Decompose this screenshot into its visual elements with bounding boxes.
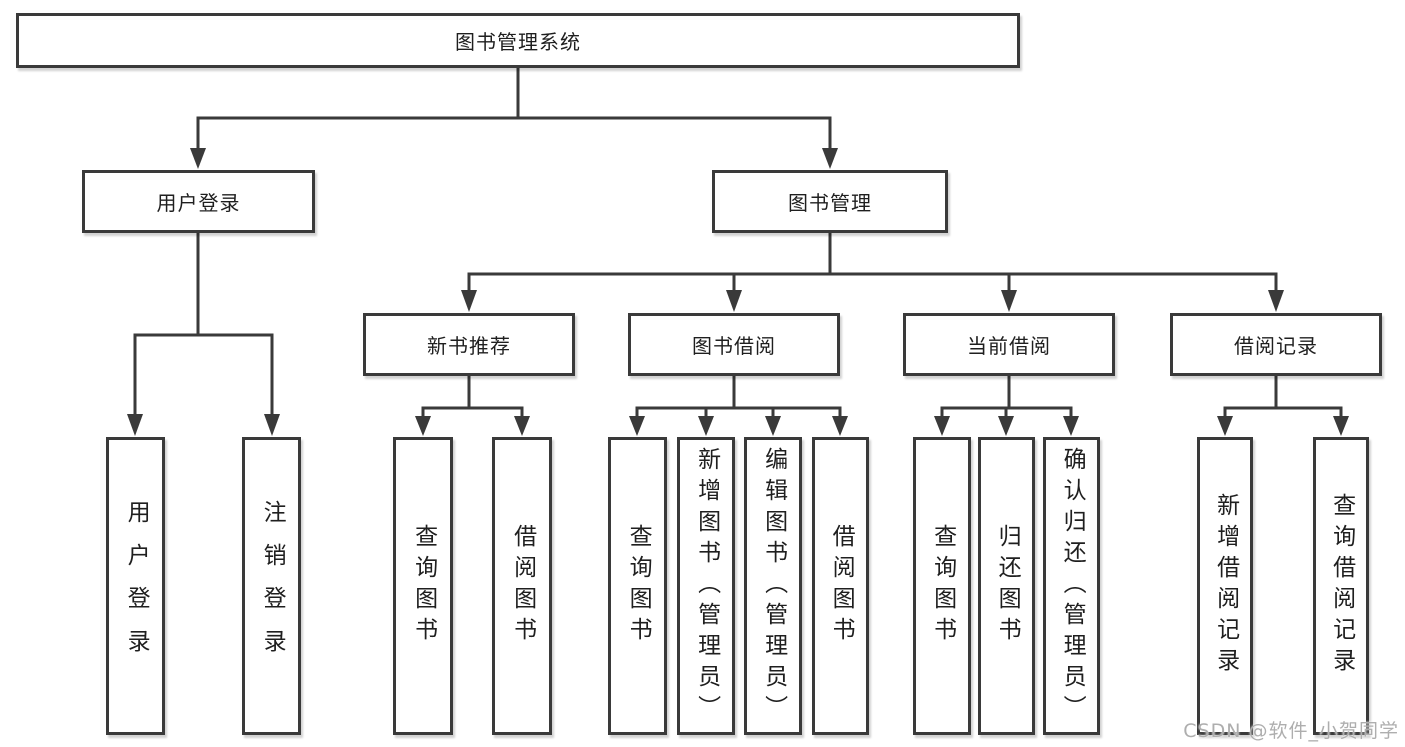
node-logout-action: 注销登录 — [242, 437, 301, 735]
node-user-login-action-label: 用户登录 — [123, 500, 150, 672]
node-newbook-borrow-books-label: 借阅图书 — [509, 524, 536, 648]
node-new-book-recommend-label: 新书推荐 — [427, 334, 511, 358]
node-current-query-books-label: 查询图书 — [929, 524, 956, 648]
node-borrow-record-label: 借阅记录 — [1234, 334, 1318, 358]
connector-current-borrow-children — [934, 374, 1079, 436]
node-user-login-label: 用户登录 — [156, 191, 241, 215]
connector-user-login-children — [127, 231, 280, 436]
node-system-root-label: 图书管理系统 — [455, 30, 581, 54]
node-borrow-add-books-label: 新增图书（管理员） — [693, 446, 720, 726]
node-current-return-books-label: 归还图书 — [994, 524, 1021, 648]
node-current-confirm-return-label: 确认归还（管理员） — [1059, 446, 1086, 726]
node-book-borrow: 图书借阅 — [628, 313, 840, 376]
node-newbook-borrow-books: 借阅图书 — [492, 437, 552, 735]
node-record-query-record: 查询借阅记录 — [1313, 437, 1369, 735]
node-borrow-add-books: 新增图书（管理员） — [677, 437, 735, 735]
node-current-borrow: 当前借阅 — [903, 313, 1115, 376]
node-borrow-borrow-books-label: 借阅图书 — [828, 524, 855, 648]
node-user-login-action: 用户登录 — [106, 437, 165, 735]
node-book-borrow-label: 图书借阅 — [692, 334, 776, 358]
node-borrow-edit-books-label: 编辑图书（管理员） — [760, 446, 787, 726]
node-record-add-record: 新增借阅记录 — [1197, 437, 1253, 735]
node-current-borrow-label: 当前借阅 — [967, 334, 1051, 358]
node-borrow-record: 借阅记录 — [1170, 313, 1382, 376]
connector-root-to-level2 — [190, 66, 838, 169]
node-borrow-query-books: 查询图书 — [608, 437, 667, 735]
connector-book-borrow-children — [629, 374, 848, 436]
connector-new-book-children — [415, 374, 530, 436]
node-current-query-books: 查询图书 — [913, 437, 971, 735]
node-newbook-query-books: 查询图书 — [393, 437, 453, 735]
node-borrow-query-books-label: 查询图书 — [625, 524, 652, 648]
node-current-return-books: 归还图书 — [978, 437, 1035, 735]
node-book-management: 图书管理 — [712, 170, 948, 233]
node-borrow-edit-books: 编辑图书（管理员） — [744, 437, 802, 735]
node-current-confirm-return: 确认归还（管理员） — [1043, 437, 1100, 735]
node-new-book-recommend: 新书推荐 — [363, 313, 575, 376]
node-newbook-query-books-label: 查询图书 — [410, 524, 437, 648]
node-borrow-borrow-books: 借阅图书 — [812, 437, 869, 735]
connector-book-management-to-level3 — [461, 231, 1284, 312]
node-system-root: 图书管理系统 — [16, 13, 1020, 68]
watermark: CSDN @软件_小贺同学 — [1183, 720, 1399, 742]
node-book-management-label: 图书管理 — [788, 191, 872, 215]
connector-borrow-record-children — [1217, 374, 1349, 436]
node-logout-action-label: 注销登录 — [259, 500, 286, 672]
node-record-query-record-label: 查询借阅记录 — [1328, 493, 1355, 679]
node-record-add-record-label: 新增借阅记录 — [1212, 493, 1239, 679]
node-user-login: 用户登录 — [82, 170, 315, 233]
